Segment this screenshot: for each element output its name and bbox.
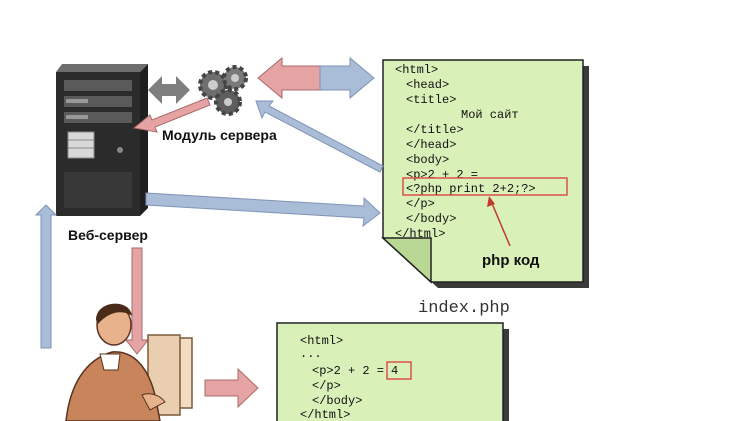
client-to-server-arrow: [34, 204, 58, 349]
to-result-arrow: [204, 367, 259, 409]
src-line-head-open: <head>: [406, 78, 449, 92]
module-to-server-arrow: [132, 97, 211, 133]
src-line-php: <?php print 2+2;?>: [406, 182, 536, 196]
src-line-title-text: Мой сайт: [461, 108, 519, 122]
php-code-highlight: [402, 177, 568, 196]
res-line-ellipsis: ...: [300, 347, 322, 361]
src-line-body-close: </body>: [406, 212, 456, 226]
src-line-head-close: </head>: [406, 138, 456, 152]
source-document-fold: [381, 237, 432, 284]
web-server-icon: [56, 64, 148, 216]
gears-icon: [198, 65, 248, 116]
res-line-p-open: <p>2 + 2 =: [312, 364, 384, 378]
php-code-label: php код: [482, 252, 540, 269]
result-value-highlight: [386, 361, 412, 380]
source-document: <html> <head> <title> Мой сайт </title> …: [381, 59, 589, 288]
file-module-red-arrow: [257, 56, 321, 100]
server-to-client-arrow: [124, 247, 150, 355]
file-name-caption: index.php: [418, 299, 510, 318]
web-server-label: Веб-сервер: [68, 227, 148, 243]
src-line-p-open: <p>2 + 2 =: [406, 168, 478, 182]
source-document-paper: [382, 59, 584, 283]
server-module-link-arrow: [148, 76, 190, 104]
res-line-html-open: <html>: [300, 334, 343, 348]
src-line-p-close: </p>: [406, 197, 435, 211]
doc-to-module-arrow: [255, 100, 384, 173]
res-value: 4: [391, 364, 398, 378]
server-to-document-arrow: [145, 192, 381, 228]
php-code-pointer-arrow: [490, 200, 511, 247]
src-line-title-open: <title>: [406, 93, 456, 107]
res-line-p-close: </p>: [312, 379, 341, 393]
src-line-body-open: <body>: [406, 153, 449, 167]
src-line-title-close: </title>: [406, 123, 464, 137]
php-code-pointer-head: [487, 196, 495, 207]
user-at-computer-icon: [65, 303, 193, 421]
file-module-blue-arrow: [319, 56, 375, 100]
src-line-html-close: </html>: [395, 227, 445, 241]
src-line-html-open: <html>: [395, 63, 438, 77]
res-line-body-close: </body>: [312, 394, 362, 408]
res-line-html-close: </html>: [300, 408, 350, 421]
result-document-paper: [276, 322, 504, 421]
result-document: <html> ... <p>2 + 2 = 4 </p> </body> </h…: [276, 322, 509, 421]
server-module-label: Модуль сервера: [162, 127, 277, 143]
